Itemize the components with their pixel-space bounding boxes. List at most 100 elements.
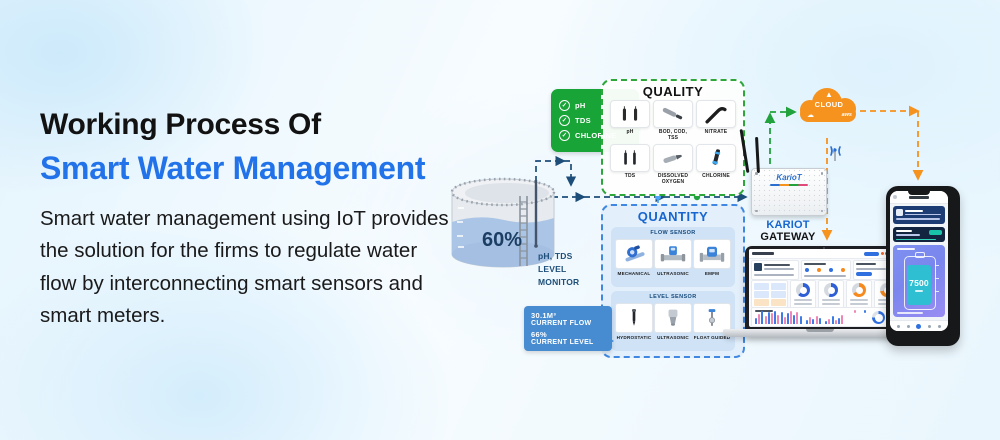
sensor-label: DISSOLVED OXYGEN bbox=[657, 173, 689, 185]
donut-chart bbox=[852, 283, 866, 297]
quantity-panel: QUANTITY FLOW SENSOR MECHANICAL ULTRASON… bbox=[601, 204, 745, 358]
level-sensor-grid: HYDROSTATIC ULTRASONIC FLOAT GUIDED bbox=[611, 300, 735, 344]
current-level-value: 66% bbox=[531, 330, 547, 339]
iot-gateway-device: KarioT bbox=[739, 129, 841, 216]
current-flow-label: CURRENT FLOW bbox=[531, 320, 592, 327]
dashboard-info-row bbox=[751, 260, 891, 280]
tank-card-title-text bbox=[897, 248, 915, 251]
dashboard-header bbox=[749, 249, 891, 259]
page-title-line1: Working Process Of bbox=[40, 108, 321, 141]
tds-probe-icon bbox=[624, 150, 636, 165]
bod-probe-icon bbox=[662, 107, 683, 120]
sensor-tds: TDS bbox=[610, 144, 650, 185]
company-info-card bbox=[751, 260, 799, 280]
current-flow-value: 30.1M³ bbox=[531, 311, 557, 320]
sensor-label: HYDROSTATIC bbox=[616, 335, 652, 340]
flow-sensor-title: FLOW SENSOR bbox=[650, 230, 696, 236]
screw-dot bbox=[755, 172, 758, 175]
dashboard-header-button bbox=[864, 251, 879, 256]
water-tank: 60% bbox=[444, 166, 562, 288]
level-sensor-subpanel: LEVEL SENSOR HYDROSTATIC ULTRASONIC bbox=[611, 291, 735, 351]
app-bottom-nav bbox=[890, 320, 948, 331]
tank-cap bbox=[915, 252, 925, 258]
current-flow-info-box: 30.1M³ CURRENT FLOW 66% CURRENT LEVEL bbox=[524, 306, 614, 351]
level-hydrostatic: HYDROSTATIC bbox=[615, 303, 653, 340]
nav-icon bbox=[928, 324, 932, 328]
screw-dot bbox=[755, 209, 758, 212]
back-icon bbox=[893, 195, 897, 199]
sensor-label: NITRATE bbox=[704, 129, 728, 135]
flow-ultrasonic: ULTRASONIC bbox=[654, 239, 692, 276]
wifi-signal-icon bbox=[830, 146, 841, 161]
nitrate-probe-icon bbox=[705, 107, 727, 124]
phone-tank-fill: 7500 bbox=[907, 265, 931, 305]
donut-chart-panel bbox=[846, 280, 872, 310]
nav-icon bbox=[906, 324, 910, 328]
sensor-label: CHLORINE bbox=[702, 173, 730, 179]
sensor-label: TDS bbox=[624, 173, 636, 179]
quality-panel: QUALITY pH BOD, COD, TSS NITRATE bbox=[601, 79, 745, 196]
checklist-label-tds: TDS bbox=[575, 116, 591, 125]
level-ultrasonic: ULTRASONIC bbox=[654, 303, 692, 340]
sensor-label: EMFM bbox=[704, 271, 720, 276]
stats-card-button bbox=[856, 272, 872, 276]
nav-icon bbox=[937, 324, 941, 328]
smartphone-app: 7500 bbox=[886, 186, 960, 346]
donut-chart-panel bbox=[818, 280, 844, 310]
phone-tank-unit-text bbox=[915, 289, 923, 292]
monitor-label-line1: pH, TDS bbox=[538, 251, 573, 261]
sensor-card bbox=[610, 100, 650, 128]
quality-sensor-grid: pH BOD, COD, TSS NITRATE TDS bbox=[610, 100, 736, 185]
sensor-card bbox=[696, 100, 736, 128]
sensor-nitrate: NITRATE bbox=[696, 100, 736, 141]
laptop-base bbox=[723, 329, 917, 337]
status-card bbox=[893, 227, 945, 242]
donut-chart bbox=[824, 283, 838, 297]
sensor-label: FLOAT GUIDED bbox=[693, 335, 731, 340]
stat-chip-panel bbox=[751, 280, 788, 308]
phone-screen: 7500 bbox=[890, 191, 948, 331]
circular-gauge bbox=[872, 311, 885, 324]
sensor-label: MECHANICAL bbox=[617, 271, 651, 276]
dashboard-charts-row bbox=[751, 280, 891, 310]
sensor-bod-cod-tss: BOD, COD, TSS bbox=[653, 100, 693, 141]
checklist-item: ✓ pH bbox=[559, 100, 631, 111]
level-float-guided: FLOAT GUIDED bbox=[693, 303, 731, 340]
hydrostatic-probe-icon bbox=[632, 309, 636, 326]
sensor-card bbox=[610, 144, 650, 172]
sensor-card bbox=[615, 239, 653, 269]
phone-tank-outline bbox=[904, 256, 936, 310]
page-description: Smart water management using IoT provide… bbox=[40, 207, 449, 328]
app-title-text bbox=[909, 196, 929, 199]
sensor-card bbox=[654, 303, 692, 333]
monitor-label-line3: MONITOR bbox=[538, 277, 580, 288]
screw-dot bbox=[820, 172, 823, 175]
current-level-label: CURRENT LEVEL bbox=[531, 339, 594, 346]
cloud-shape bbox=[800, 106, 856, 122]
gateway-logo-strip bbox=[770, 184, 808, 186]
app-header bbox=[890, 191, 948, 204]
gateway-label-brand: KARIOT bbox=[766, 219, 810, 231]
sensor-dissolved-oxygen: DISSOLVED OXYGEN bbox=[653, 144, 693, 185]
status-badge bbox=[929, 230, 942, 235]
checklist-label-ph: pH bbox=[575, 101, 586, 110]
gateway-brand-logo: KarioT bbox=[776, 173, 802, 182]
cloud-icon: ▲ CLOUD aws ☁ bbox=[798, 86, 860, 136]
sensor-ph: pH bbox=[610, 100, 650, 141]
float-guided-sensor-icon bbox=[708, 309, 716, 326]
overhead-tank-card: 7500 bbox=[893, 245, 945, 317]
gateway-label: KARIOT GATEWAY bbox=[738, 219, 838, 243]
sensor-card bbox=[693, 303, 731, 333]
usage-bar-chart bbox=[755, 311, 855, 324]
dissolved-oxygen-probe-icon bbox=[663, 154, 682, 163]
sensor-label: ULTRASONIC bbox=[657, 271, 689, 276]
ph-probe-icon bbox=[622, 106, 638, 121]
chlorine-probe-icon bbox=[712, 149, 721, 165]
ultrasonic-level-sensor-icon bbox=[668, 309, 678, 326]
aws-logo-mark: ▲ bbox=[825, 90, 833, 99]
notification-card bbox=[893, 206, 945, 224]
sensor-card bbox=[615, 303, 653, 333]
flow-sensor-subpanel: FLOW SENSOR MECHANICAL ULTRASONIC bbox=[611, 227, 735, 287]
nav-icon bbox=[897, 324, 901, 328]
